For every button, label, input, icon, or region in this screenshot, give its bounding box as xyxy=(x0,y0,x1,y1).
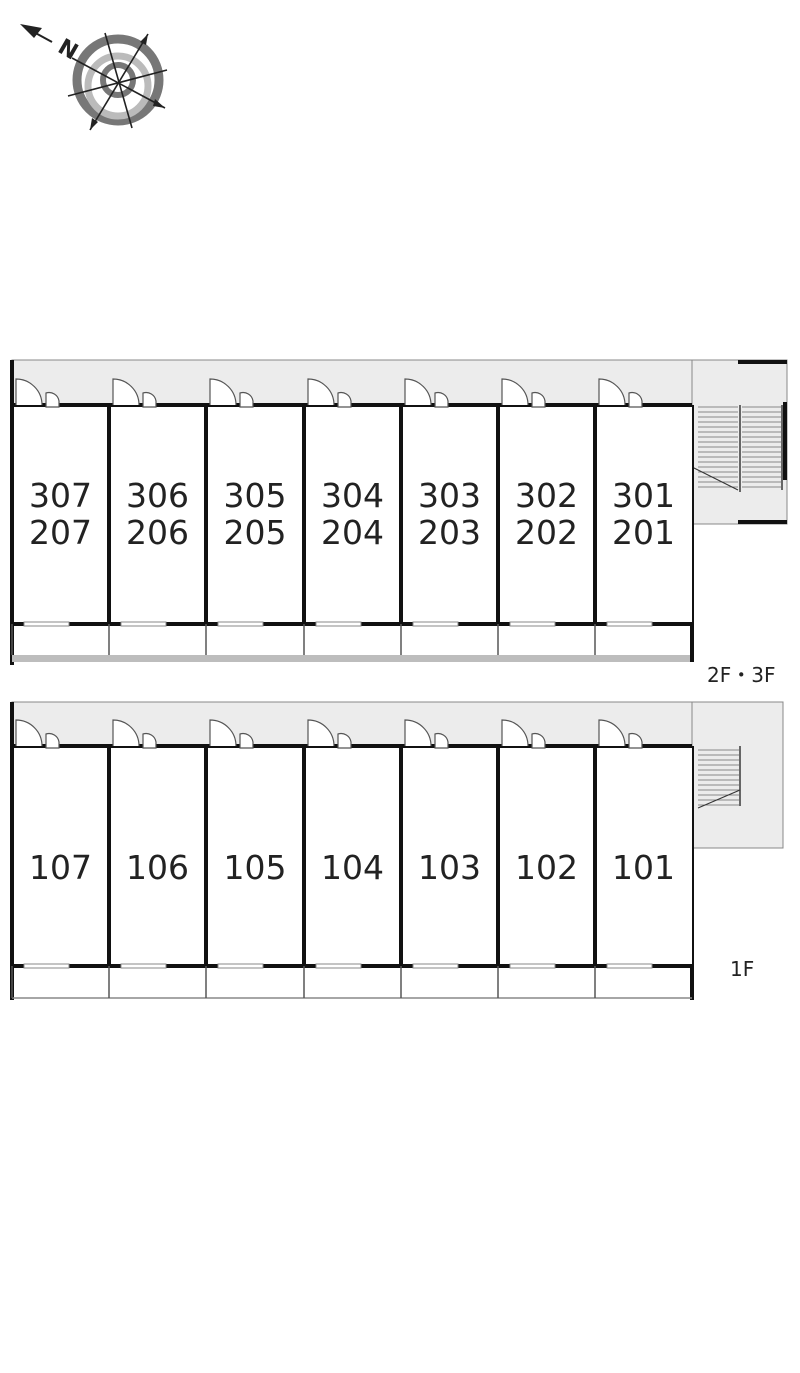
room-area[interactable] xyxy=(109,746,206,966)
window xyxy=(120,963,167,969)
room-104[interactable]: 104 xyxy=(302,719,401,998)
entrance-door-icon[interactable] xyxy=(404,719,449,749)
room-number: 204 xyxy=(321,513,384,552)
room-number: 303 xyxy=(418,476,481,515)
room-101[interactable]: 101 xyxy=(593,719,692,998)
room-area[interactable] xyxy=(401,405,498,624)
room-number: 307 xyxy=(29,476,92,515)
entrance-door-icon[interactable] xyxy=(501,719,546,749)
window xyxy=(315,621,362,627)
window xyxy=(120,621,167,627)
room-area[interactable] xyxy=(206,746,304,966)
entrance-door-icon[interactable] xyxy=(307,719,352,749)
room-area[interactable] xyxy=(498,405,595,624)
upper-balcony-edge xyxy=(12,655,692,662)
entrance-door-icon[interactable] xyxy=(598,378,643,408)
window xyxy=(315,963,362,969)
upper-floor-label: 2F・3F xyxy=(707,663,775,687)
room-105[interactable]: 105 xyxy=(204,719,304,998)
window xyxy=(217,621,264,627)
upper-corridor xyxy=(11,359,788,406)
room-area[interactable] xyxy=(304,746,401,966)
entrance-door-icon[interactable] xyxy=(209,378,254,408)
entrance-door-icon[interactable] xyxy=(112,378,157,408)
room-number: 102 xyxy=(515,848,578,887)
room-area[interactable] xyxy=(109,405,206,624)
window xyxy=(23,963,70,969)
room-number: 306 xyxy=(126,476,189,515)
room-number: 103 xyxy=(418,848,481,887)
room-area[interactable] xyxy=(401,746,498,966)
room-102[interactable]: 102 xyxy=(496,719,595,998)
lower-staircase xyxy=(697,746,741,809)
entrance-door-icon[interactable] xyxy=(598,719,643,749)
window xyxy=(509,963,556,969)
room-number: 304 xyxy=(321,476,384,515)
entrance-door-icon[interactable] xyxy=(112,719,157,749)
entrance-door-icon[interactable] xyxy=(15,378,60,408)
room-number: 202 xyxy=(515,513,578,552)
room-number: 201 xyxy=(612,513,675,552)
entrance-door-icon[interactable] xyxy=(404,378,449,408)
room-area[interactable] xyxy=(206,405,304,624)
room-number: 106 xyxy=(126,848,189,887)
room-107[interactable]: 107 xyxy=(10,719,109,998)
entrance-door-icon[interactable] xyxy=(501,378,546,408)
window xyxy=(412,963,459,969)
room-area[interactable] xyxy=(304,405,401,624)
room-number: 101 xyxy=(612,848,675,887)
lower-floor-label: 1F xyxy=(730,957,754,981)
room-number: 301 xyxy=(612,476,675,515)
room-number: 107 xyxy=(29,848,92,887)
upper-staircase xyxy=(698,405,783,492)
room-103[interactable]: 103 xyxy=(399,719,498,998)
room-number: 104 xyxy=(321,848,384,887)
lower-block: 107 106 105 104 103 102 101 1F xyxy=(10,701,784,1000)
room-number: 206 xyxy=(126,513,189,552)
room-number: 105 xyxy=(224,848,287,887)
room-area[interactable] xyxy=(595,405,692,624)
room-number: 203 xyxy=(418,513,481,552)
upper-block: 3072073062063052053042043032033022023012… xyxy=(10,359,788,687)
room-number: 305 xyxy=(224,476,287,515)
entrance-door-icon[interactable] xyxy=(209,719,254,749)
window xyxy=(217,963,264,969)
window xyxy=(606,621,653,627)
entrance-door-icon[interactable] xyxy=(15,719,60,749)
room-number: 205 xyxy=(224,513,287,552)
room-number: 302 xyxy=(515,476,578,515)
lower-corridor xyxy=(11,701,784,747)
north-compass-icon: N xyxy=(20,24,168,131)
window xyxy=(606,963,653,969)
window xyxy=(412,621,459,627)
room-area[interactable] xyxy=(12,405,109,624)
room-106[interactable]: 106 xyxy=(107,719,206,998)
entrance-door-icon[interactable] xyxy=(307,378,352,408)
room-area[interactable] xyxy=(498,746,595,966)
room-area[interactable] xyxy=(12,746,109,966)
room-number: 207 xyxy=(29,513,92,552)
window xyxy=(23,621,70,627)
room-area[interactable] xyxy=(595,746,692,966)
window xyxy=(509,621,556,627)
